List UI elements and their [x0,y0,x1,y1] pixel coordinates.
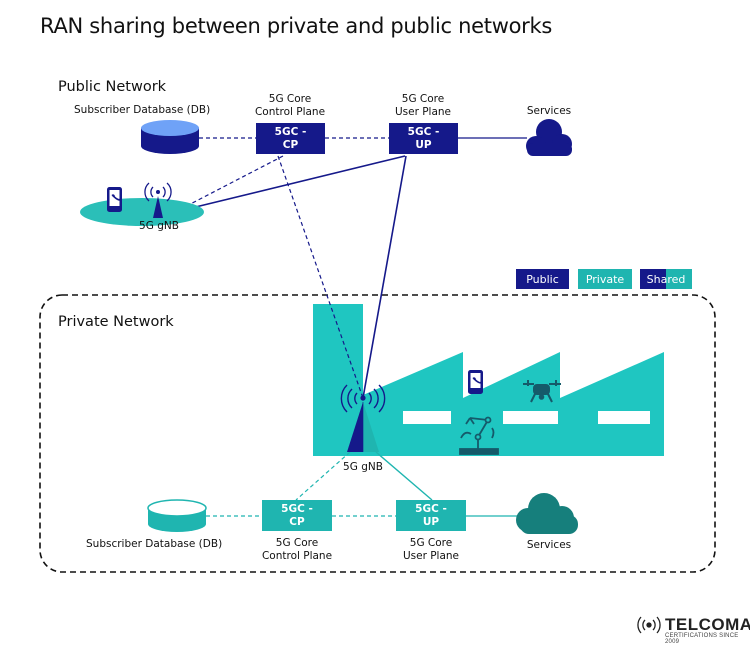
private-services-cloud-icon [516,493,578,534]
private-cp-box-line2: CP [289,515,305,528]
public-up-box-line2: UP [415,138,432,151]
public-cp-caption-line1: 5G Core [268,93,312,105]
private-up-box-line2: UP [422,515,440,528]
public-network-heading: Public Network [58,79,167,95]
robot-arm-icon [459,416,499,455]
public-up-caption-line2: User Plane [394,106,452,118]
shared-gnb-label: 5G gNB [343,461,383,473]
private-5gc-up-box[interactable]: 5GC - UP [396,500,466,531]
smartphone-icon [468,370,483,394]
public-gnb-icon [80,182,204,226]
private-up-caption: 5G Core User Plane [391,537,471,563]
legend-shared: Shared [640,269,692,289]
public-up-caption-line1: 5G Core [401,93,445,105]
telcoma-logo-icon [637,616,661,634]
private-cp-caption: 5G Core Control Plane [257,537,337,563]
public-cp-caption-line2: Control Plane [254,106,326,118]
private-cp-caption-line2: Control Plane [261,550,333,562]
public-cp-box-line2: CP [282,138,299,151]
private-cp-caption-line1: 5G Core [275,537,319,549]
brand-tagline: CERTIFICATIONS SINCE 2009 [665,633,739,645]
public-up-caption: 5G Core User Plane [383,93,463,119]
shared-gnb-tower-icon [340,384,386,452]
public-cp-caption: 5G Core Control Plane [250,93,330,119]
private-services-label: Services [526,539,572,551]
factory-building [313,304,664,456]
public-db-label: Subscriber Database (DB) [74,104,211,116]
legend-private: Private [578,269,632,289]
public-services-cloud-icon [526,119,572,156]
private-network-heading: Private Network [58,314,174,330]
brand-name: TELCOMA [665,615,750,634]
public-connections [174,137,527,399]
private-connections [206,451,520,517]
public-5gc-up-box[interactable]: 5GC - UP [389,123,458,154]
public-up-box-line1: 5GC - [407,125,440,138]
public-services-label: Services [526,105,572,117]
legend-public: Public [516,269,569,289]
private-database-icon [147,499,207,532]
diagram-title: RAN sharing between private and public n… [40,14,552,38]
public-database-icon [141,120,199,154]
private-up-box-line1: 5GC - [415,502,447,515]
public-gnb-label: 5G gNB [139,220,179,232]
private-up-caption-line1: 5G Core [409,537,453,549]
private-network-boundary [39,294,716,573]
public-cp-box-line1: 5GC - [274,125,307,138]
public-5gc-cp-box[interactable]: 5GC - CP [256,123,325,154]
private-5gc-cp-box[interactable]: 5GC - CP [262,500,332,531]
private-cp-box-line1: 5GC - [281,502,313,515]
drone-icon [523,380,561,403]
private-db-label: Subscriber Database (DB) [86,538,223,550]
private-up-caption-line2: User Plane [402,550,460,562]
